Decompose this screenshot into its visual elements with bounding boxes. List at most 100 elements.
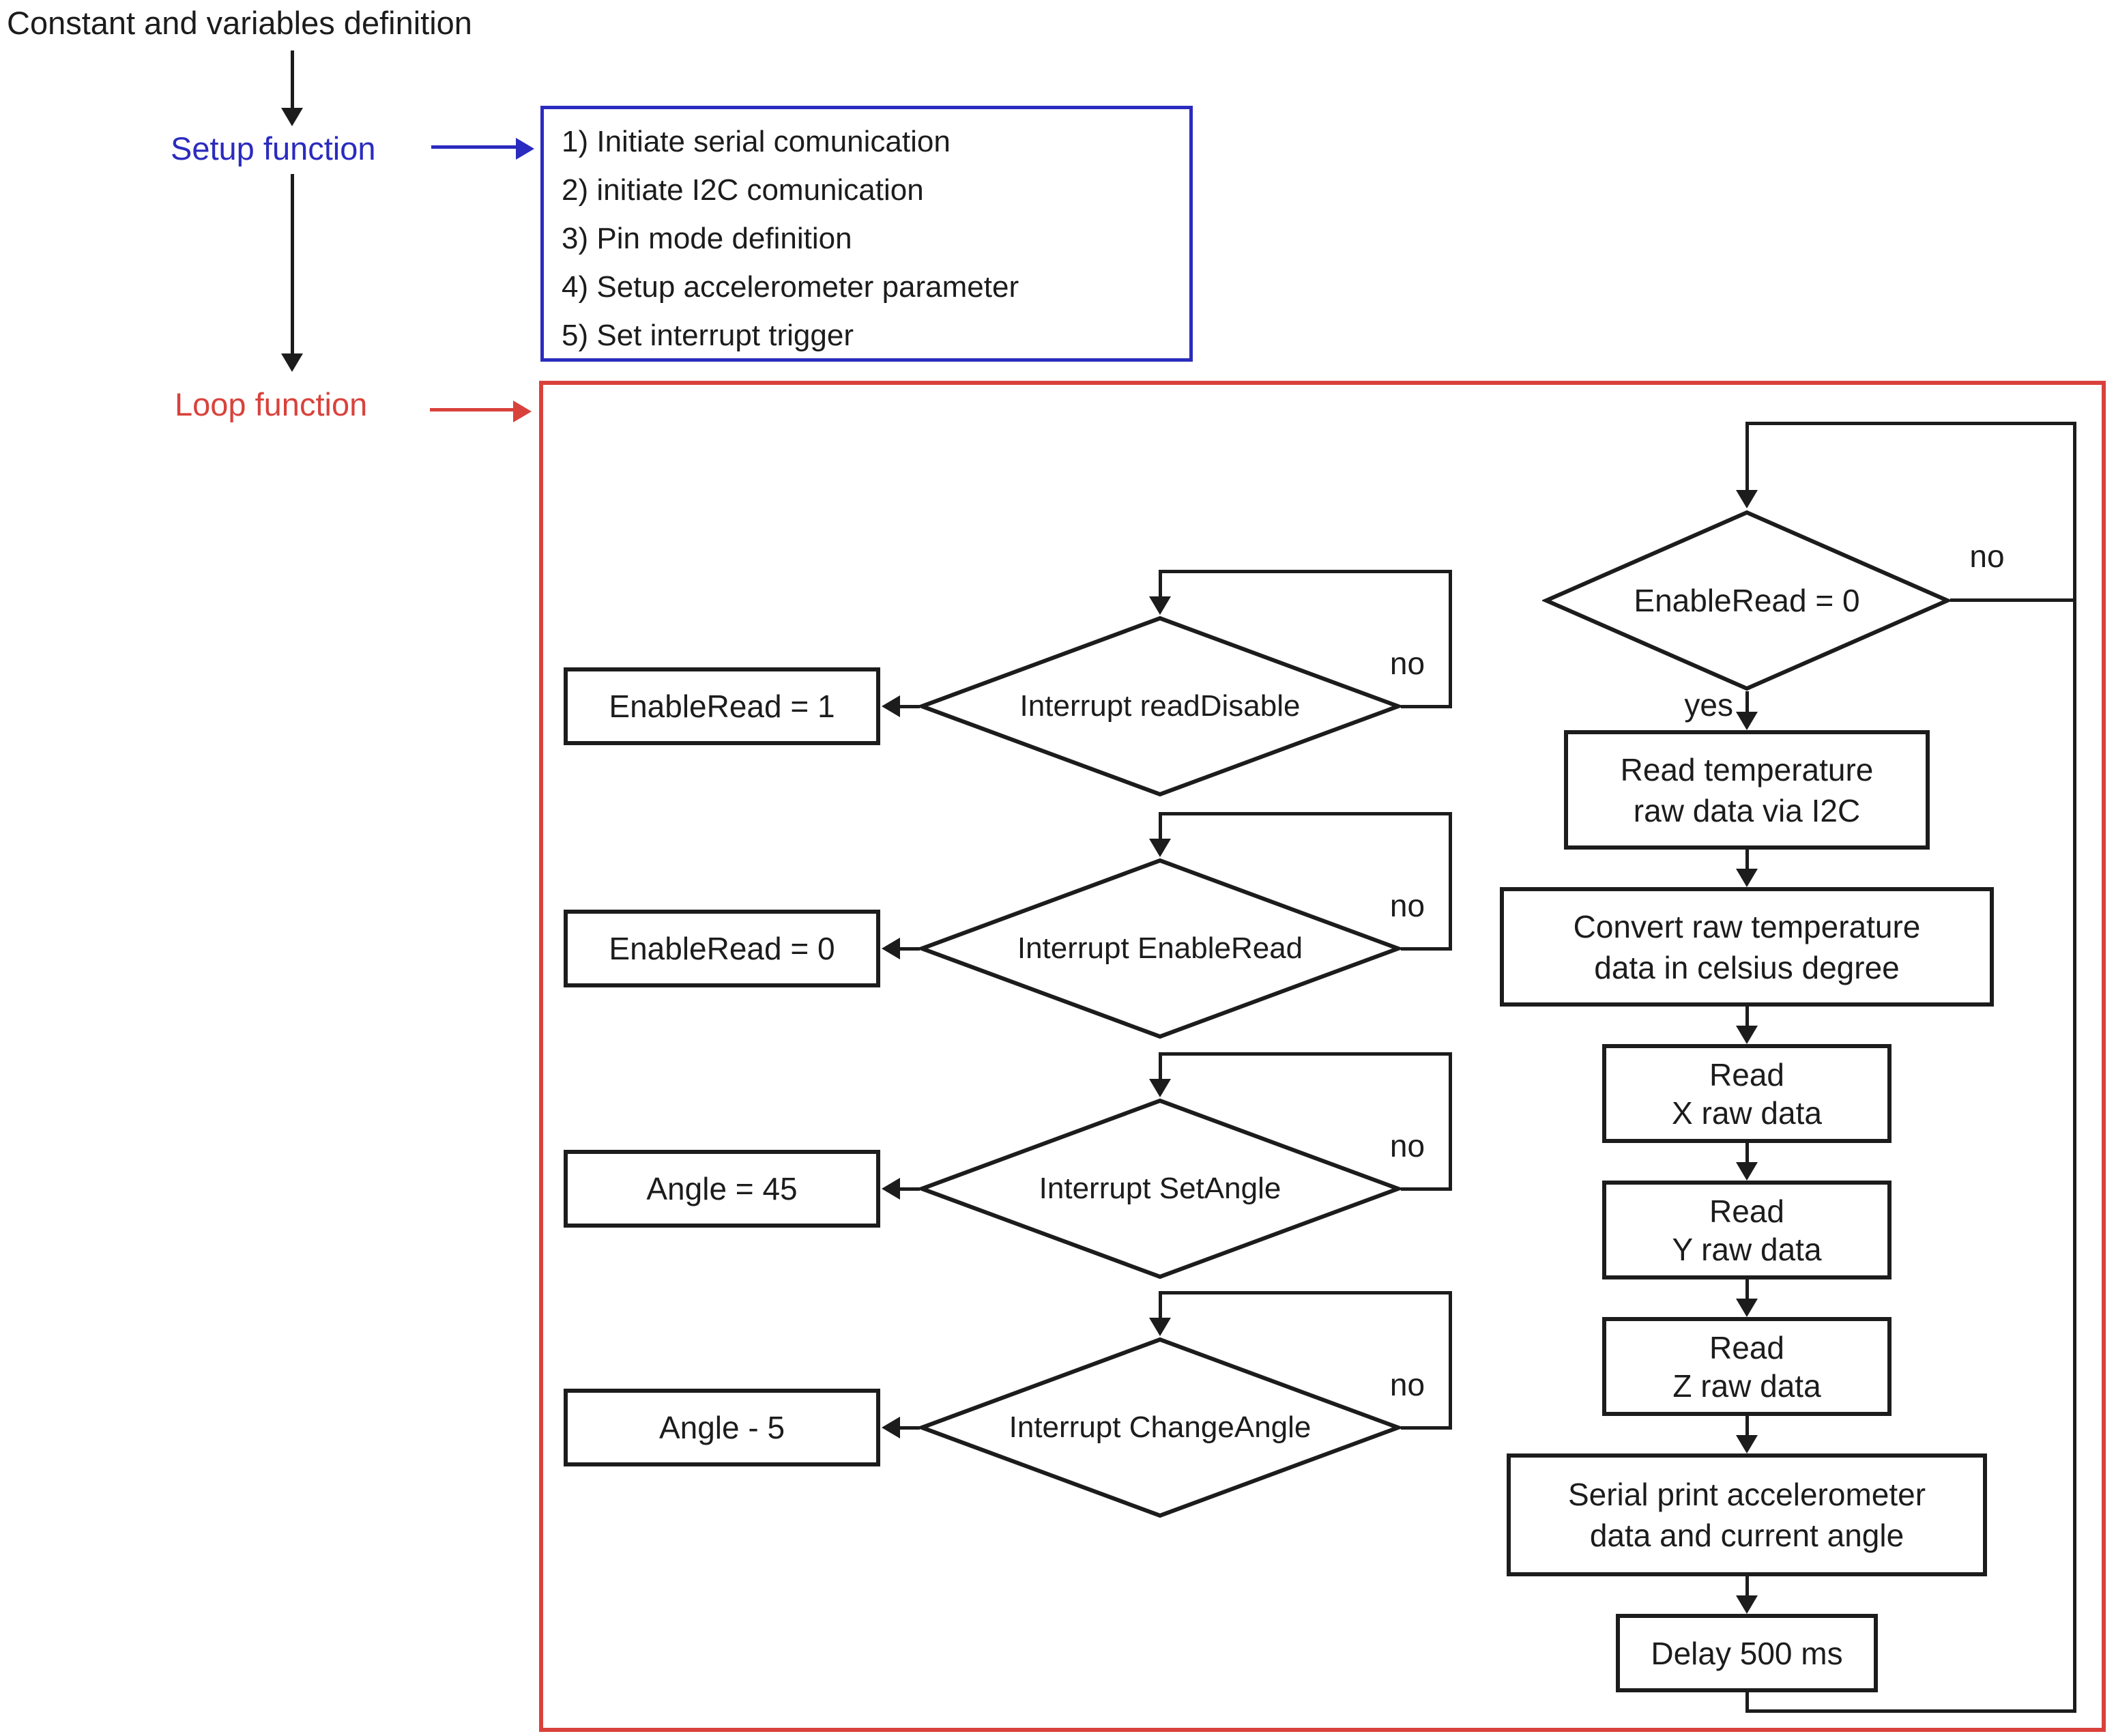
setup-function-box: 1) Initiate serial comunication 2) initi…	[540, 106, 1193, 362]
interrupt-condition-label: Interrupt readDisable	[1019, 689, 1301, 723]
connector-line	[1159, 1291, 1452, 1294]
interrupt-action-label: Angle = 45	[646, 1171, 798, 1206]
setup-step: 1) Initiate serial comunication	[562, 125, 951, 158]
arrow-down-icon	[1149, 1318, 1171, 1336]
interrupt-action-box: EnableRead = 1	[564, 667, 880, 745]
connector-line	[1401, 947, 1452, 951]
connector-line	[1159, 570, 1452, 573]
connector-line	[1401, 1426, 1452, 1430]
process-step-box: Serial print accelerometer data and curr…	[1507, 1453, 1987, 1576]
interrupt-action-label: EnableRead = 1	[609, 689, 835, 724]
arrow-down-icon	[281, 108, 303, 126]
process-step-line: Z raw data	[1672, 1368, 1821, 1404]
delay-box: Delay 500 ms	[1616, 1614, 1878, 1692]
interrupt-condition-label: Interrupt EnableRead	[1017, 931, 1303, 965]
interrupt-condition-diamond	[918, 616, 1402, 797]
arrow-down-icon	[1736, 869, 1758, 887]
connector-line	[886, 1426, 920, 1430]
interrupt-action-label: EnableRead = 0	[609, 931, 835, 966]
process-step-line: Y raw data	[1672, 1231, 1822, 1267]
arrow-right-icon	[516, 138, 534, 160]
connector-line	[1745, 1691, 1749, 1713]
arrow-left-icon	[882, 695, 900, 717]
interrupt-action-box: Angle - 5	[564, 1389, 880, 1466]
setup-step: 2) initiate I2C comunication	[562, 173, 924, 207]
connector-line	[886, 705, 920, 708]
interrupt-condition-diamond	[918, 858, 1402, 1039]
process-step-line: Delay 500 ms	[1651, 1635, 1843, 1671]
process-step-line: data in celsius degree	[1594, 949, 1900, 985]
interrupt-condition-diamond	[918, 1098, 1402, 1279]
setup-step: 5) Set interrupt trigger	[562, 319, 854, 352]
no-branch-label: no	[1389, 888, 1425, 923]
interrupt-condition-diamond	[918, 1337, 1402, 1518]
connector-line	[886, 1187, 920, 1191]
connector-line	[2073, 422, 2076, 1713]
arrow-down-icon	[1149, 839, 1171, 857]
connector-line	[1159, 572, 1162, 603]
connector-line	[291, 174, 294, 355]
process-step-line: X raw data	[1672, 1095, 1822, 1131]
yes-branch-label: yes	[1684, 687, 1733, 723]
setup-step: 4) Setup accelerometer parameter	[562, 270, 1019, 304]
interrupt-action-label: Angle - 5	[658, 1410, 785, 1445]
connector-line	[1159, 1054, 1162, 1085]
arrow-down-icon	[1736, 1299, 1758, 1317]
connector-line	[1159, 814, 1162, 845]
connector-line	[1449, 812, 1452, 950]
arrow-down-icon	[1736, 712, 1758, 730]
connector-line	[1449, 570, 1452, 708]
no-branch-label: no	[1389, 646, 1425, 681]
process-step-line: Convert raw temperature	[1573, 908, 1921, 944]
arrow-left-icon	[882, 938, 900, 959]
connector-line	[1159, 1293, 1162, 1324]
interrupt-condition-label: Interrupt ChangeAngle	[1009, 1410, 1311, 1444]
process-step-line: Read	[1709, 1329, 1784, 1365]
process-step-box: Convert raw temperature data in celsius …	[1500, 887, 1994, 1007]
process-step-box: Read temperature raw data via I2C	[1564, 730, 1930, 850]
connector-line	[1745, 1576, 1749, 1597]
loop-function-label: Loop function	[175, 386, 368, 422]
arrow-left-icon	[882, 1178, 900, 1200]
main-condition-label: EnableRead = 0	[1634, 583, 1860, 618]
interrupt-action-box: Angle = 45	[564, 1150, 880, 1228]
connector-line	[1159, 812, 1452, 815]
setup-function-label: Setup function	[171, 130, 376, 167]
connector-line	[1745, 691, 1749, 713]
interrupt-action-box: EnableRead = 0	[564, 910, 880, 987]
no-branch-label: no	[1389, 1128, 1425, 1163]
connector-line	[1401, 705, 1452, 708]
no-branch-label: no	[1389, 1367, 1425, 1402]
connector-line	[1449, 1291, 1452, 1429]
process-step-line: data and current angle	[1589, 1518, 1904, 1553]
connector-line	[1159, 1052, 1452, 1056]
connector-line	[291, 50, 294, 111]
process-step-line: Read temperature	[1620, 751, 1874, 787]
arrow-down-icon	[1736, 1595, 1758, 1614]
connector-line	[1449, 1052, 1452, 1190]
arrow-left-icon	[882, 1417, 900, 1438]
arrow-down-icon	[1736, 1026, 1758, 1044]
process-step-box: Read X raw data	[1602, 1044, 1892, 1143]
setup-step: 3) Pin mode definition	[562, 222, 852, 255]
connector-line	[886, 947, 920, 951]
arrow-down-icon	[1736, 1435, 1758, 1453]
main-condition-diamond	[1542, 510, 1952, 691]
connector-line	[1745, 1416, 1749, 1438]
arrow-down-icon	[1149, 1079, 1171, 1097]
process-step-box: Read Z raw data	[1602, 1317, 1892, 1416]
connector-line	[431, 145, 519, 149]
connector-line	[1745, 1279, 1749, 1301]
constants-definition-label: Constant and variables definition	[7, 5, 472, 41]
no-branch-label: no	[1969, 538, 2005, 574]
connector-line	[1745, 422, 2076, 425]
connector-line	[1401, 1187, 1452, 1191]
connector-line	[1745, 1709, 2076, 1713]
arrow-down-icon	[281, 353, 303, 372]
arrow-down-icon	[1736, 490, 1758, 508]
process-step-line: raw data via I2C	[1633, 792, 1861, 828]
process-step-line: Read	[1709, 1193, 1784, 1229]
process-step-line: Serial print accelerometer	[1567, 1477, 1926, 1512]
connector-line	[1745, 1143, 1749, 1165]
